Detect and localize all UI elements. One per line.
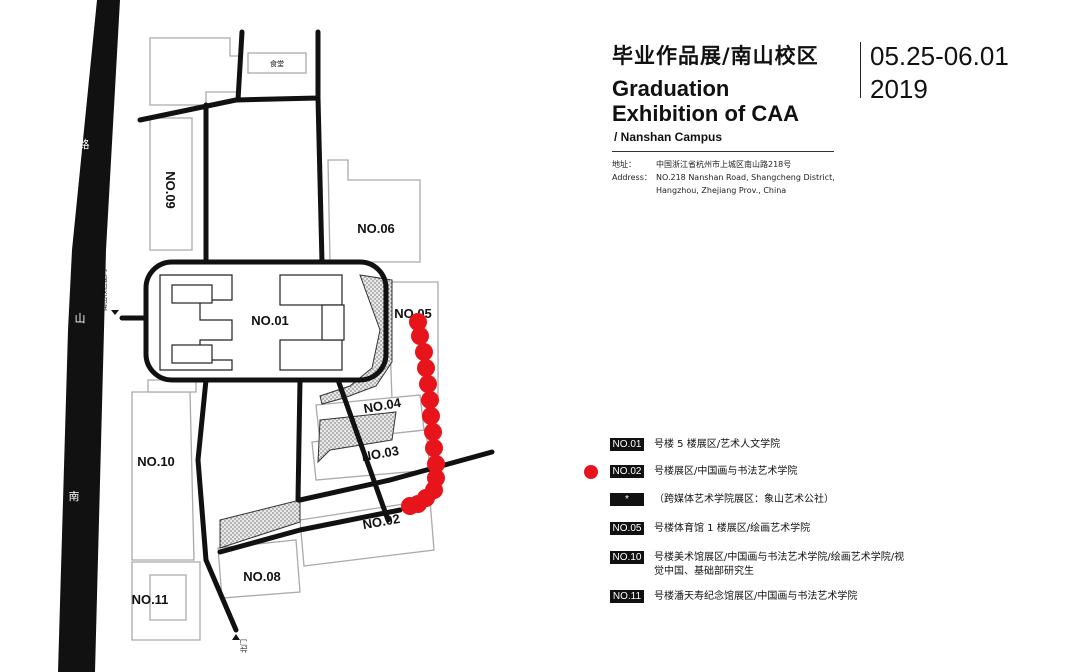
building-no09-outline (149, 117, 193, 251)
legend-text: 号楼 5 楼展区/艺术人文学院 (654, 439, 781, 450)
canteen-label: 食堂 (270, 59, 284, 68)
route-dot (401, 497, 419, 515)
title-english-line1: Graduation (612, 76, 730, 101)
legend-text: 号楼体育馆 1 楼展区/绘画艺术学院 (654, 523, 811, 534)
date-range: 05.25-06.01 (870, 41, 1009, 71)
legend-tag: NO.05 (610, 522, 644, 535)
building-no06-outline (327, 159, 421, 263)
title-english: Graduation Exhibition of CAA (612, 76, 799, 126)
title-chinese: 毕业作品展/南山校区 (612, 44, 819, 68)
road-central-ring (143, 259, 389, 383)
hatched-area-south (219, 499, 301, 549)
address-en-line2: Hangzhou, Zhejiang Prov., China (656, 186, 787, 195)
exhibition-dates: 05.25-06.01 2019 (870, 40, 1009, 106)
label-no11: NO.11 (132, 592, 169, 607)
legend-tag: NO.02 (610, 465, 644, 478)
north-gate-marker: 北门 (232, 634, 248, 653)
legend-tag: NO.01 (610, 438, 644, 451)
building-no10-outline (131, 391, 195, 561)
legend-item-no05: NO.05 号楼体育馆 1 楼展区/绘画艺术学院 (582, 522, 914, 536)
address-en-line1: NO.218 Nanshan Road, Shangcheng District… (656, 173, 835, 182)
red-dot-icon (584, 465, 598, 479)
legend-text: 号楼美术馆展区/中国画与书法艺术学院/绘画艺术学院/视觉中国、基础部研究生 (654, 552, 905, 577)
date-year: 2019 (870, 74, 928, 104)
label-no09: NO.09 (163, 171, 178, 209)
campus-subtitle: / Nanshan Campus (614, 130, 723, 144)
road-south-west (195, 377, 239, 633)
label-no10: NO.10 (137, 454, 175, 469)
address-cn-value: 中国浙江省杭州市上城区南山路218号 (656, 160, 792, 169)
building-no01-interior (159, 274, 345, 371)
route-dot (417, 359, 435, 377)
legend-item-cross-media: * （跨媒体艺术学院展区：象山艺术公社） (582, 493, 914, 507)
legend-tag: NO.11 (610, 590, 644, 603)
legend-text: 号楼展区/中国画与书法艺术学院 (654, 466, 798, 477)
label-no03: NO.03 (360, 443, 400, 464)
legend-tag: * (610, 493, 644, 506)
main-gate-marker: 南山校区正门 (99, 269, 119, 315)
title-english-line2: Exhibition of CAA (612, 101, 799, 126)
label-no04: NO.04 (362, 395, 402, 416)
road-south-east (217, 507, 403, 555)
road-diagonal (335, 377, 391, 523)
legend-text: （跨媒体艺术学院展区：象山艺术公社） (654, 494, 834, 505)
address-divider (612, 151, 834, 152)
legend-text: 号楼潘天寿纪念馆展区/中国画与书法艺术学院 (654, 591, 858, 602)
route-dot (411, 327, 429, 345)
legend-item-no11: NO.11 号楼潘天寿纪念馆展区/中国画与书法艺术学院 (582, 590, 914, 604)
route-dot (424, 423, 442, 441)
legend-item-no02: NO.02 号楼展区/中国画与书法艺术学院 (582, 465, 914, 479)
address-cn-key: 地址： (612, 160, 636, 169)
label-no02: NO.02 (361, 511, 401, 532)
route-dot (425, 439, 443, 457)
building-no08-outline (217, 539, 301, 599)
road-char-2: 山 (75, 312, 86, 325)
route-dot (422, 407, 440, 425)
route-dot (409, 313, 427, 331)
road-north-loop (137, 29, 325, 265)
building-no11-inner (149, 574, 187, 621)
route-dot (427, 455, 445, 473)
nanshan-road (58, 0, 120, 672)
road-char-3: 南 (69, 490, 80, 503)
hatched-area-east (319, 274, 393, 405)
building-no02-outline (299, 499, 435, 567)
legend-item-no01: NO.01 号楼 5 楼展区/艺术人文学院 (582, 438, 914, 452)
exhibition-route-dots (401, 313, 445, 515)
address-en-key: Address： (612, 173, 652, 182)
route-dot (419, 375, 437, 393)
address-block: 地址： 中国浙江省杭州市上城区南山路218号 Address： NO.218 Nan… (612, 158, 835, 197)
label-no01: NO.01 (251, 313, 289, 328)
route-dot (415, 343, 433, 361)
building-canteen (247, 52, 307, 74)
legend-tag: NO.10 (610, 551, 644, 564)
north-gate-label: 北门 (239, 639, 248, 653)
label-no06: NO.06 (357, 221, 395, 236)
road-char-1: 路 (79, 138, 90, 151)
building-top-left (149, 37, 241, 106)
label-no08: NO.08 (243, 569, 281, 584)
legend-item-no10: NO.10 号楼美术馆展区/中国画与书法艺术学院/绘画艺术学院/视觉中国、基础部… (582, 551, 914, 579)
route-dot (421, 391, 439, 409)
title-divider (860, 42, 861, 98)
road-south-center (295, 377, 495, 503)
main-gate-label: 南山校区正门 (99, 269, 108, 311)
